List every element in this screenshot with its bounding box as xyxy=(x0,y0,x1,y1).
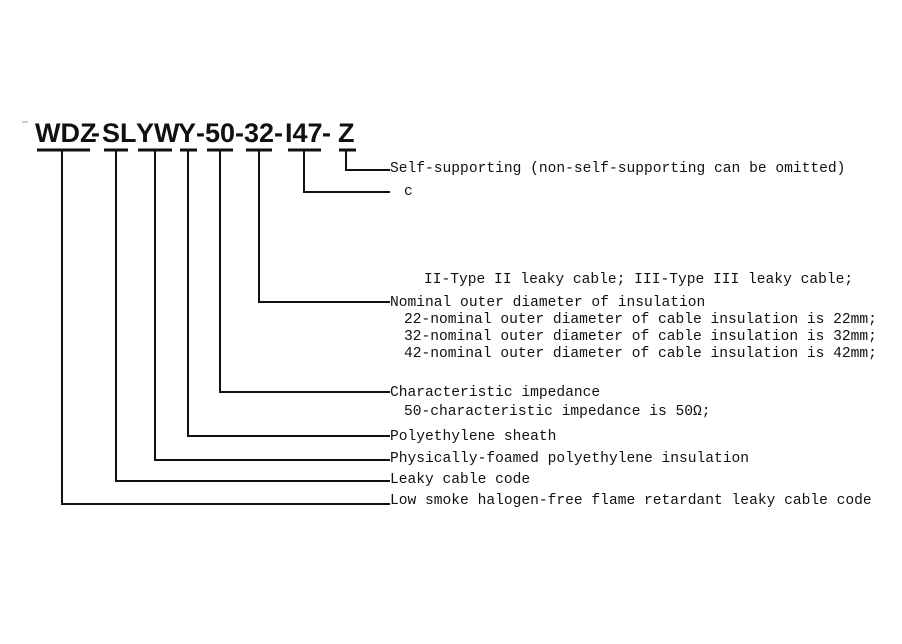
label-impedance-title: Characteristic impedance xyxy=(390,385,600,401)
label-diameter-42: 42-nominal outer diameter of cable insul… xyxy=(404,346,877,362)
label-leaky-code: Leaky cable code xyxy=(390,472,530,488)
code-y: Y xyxy=(178,118,196,148)
code-sl: SL xyxy=(102,118,137,148)
label-i47: c xyxy=(404,184,413,200)
label-impedance-50: 50-characteristic impedance is 50Ω; xyxy=(404,404,711,420)
code-z: Z xyxy=(338,118,355,148)
label-lszh-code: Low smoke halogen-free flame retardant l… xyxy=(390,493,872,509)
code-dash: - xyxy=(322,118,331,148)
code-32: 32 xyxy=(244,118,274,148)
code-dash: - xyxy=(196,118,205,148)
code-wdz: WDZ xyxy=(35,118,96,148)
label-type-note: II-Type II leaky cable; III-Type III lea… xyxy=(424,272,853,288)
label-diameter-22: 22-nominal outer diameter of cable insul… xyxy=(404,312,877,328)
code-yw: YW xyxy=(136,118,180,148)
label-self-supporting: Self-supporting (non-self-supporting can… xyxy=(390,161,845,177)
code-i47: I47 xyxy=(285,118,323,148)
label-insulation: Physically-foamed polyethylene insulatio… xyxy=(390,451,749,467)
code-dash: - xyxy=(91,118,100,148)
label-sheath: Polyethylene sheath xyxy=(390,429,556,445)
code-dash: - xyxy=(235,118,244,148)
code-dash: - xyxy=(274,118,283,148)
leader-lines xyxy=(61,150,390,505)
code-50: 50 xyxy=(205,118,235,148)
label-diameter-title: Nominal outer diameter of insulation xyxy=(390,295,705,311)
label-diameter-32: 32-nominal outer diameter of cable insul… xyxy=(404,329,877,345)
